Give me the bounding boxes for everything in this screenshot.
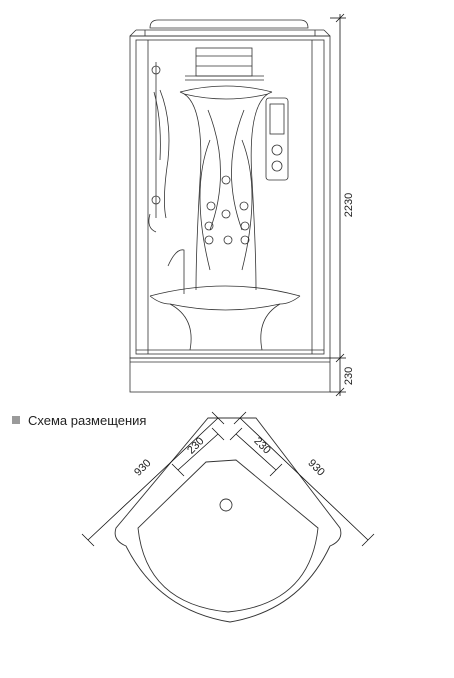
- plan-view: [114, 417, 342, 623]
- control-knob-icon: [271, 144, 283, 156]
- legend-marker: [12, 416, 20, 424]
- front-view-dimensions: [330, 13, 346, 397]
- control-knob-icon: [271, 160, 283, 172]
- seat: [149, 249, 301, 351]
- body-jets: [204, 175, 250, 245]
- jet-icon: [240, 221, 250, 231]
- cabin-tray: [129, 349, 331, 393]
- front-view: [129, 19, 331, 393]
- jet-icon: [223, 235, 233, 245]
- jet-icon: [240, 235, 250, 245]
- plan-dimensions: [81, 411, 375, 547]
- jet-icon: [221, 209, 231, 219]
- jet-icon: [239, 201, 249, 211]
- display-screen: [269, 103, 285, 135]
- central-column: [179, 85, 273, 291]
- jet-icon: [204, 235, 214, 245]
- dim-width-left: 930: [132, 457, 153, 478]
- shower-rail: [148, 62, 170, 233]
- dim-width-right: 930: [305, 457, 326, 478]
- legend-label: Схема размещения: [28, 413, 146, 428]
- jet-icon: [206, 201, 216, 211]
- cabin-roof: [129, 19, 331, 37]
- tray-inner: [137, 459, 319, 613]
- dim-corner-left: 230: [185, 435, 206, 456]
- jet-icon: [221, 175, 231, 185]
- shelf-rack: [185, 47, 264, 81]
- dim-height-total: 2230: [343, 193, 355, 217]
- control-panel: [265, 97, 289, 181]
- dim-corner-right: 230: [251, 435, 272, 456]
- drain-icon: [219, 498, 233, 512]
- jet-icon: [204, 221, 214, 231]
- dim-height-base: 230: [343, 367, 355, 385]
- tray-outline: [114, 417, 342, 623]
- hand-shower-icon: [151, 195, 161, 205]
